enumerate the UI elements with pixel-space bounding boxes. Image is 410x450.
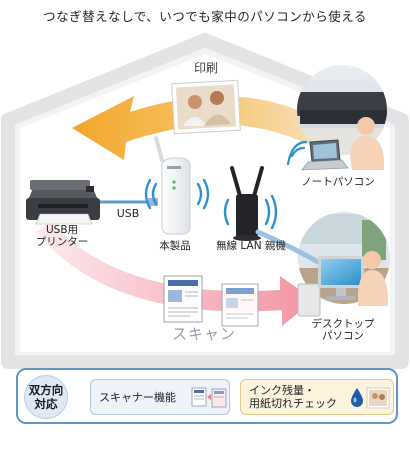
photo-print bbox=[171, 79, 241, 135]
desktop-label: デスクトップ パソコン bbox=[306, 318, 380, 342]
usb-printer-label-line1: USB用 bbox=[45, 224, 79, 236]
bidirectional-badge: 双方向 対応 bbox=[24, 375, 68, 419]
scan-label: スキャン bbox=[171, 325, 236, 343]
print-label: 印刷 bbox=[193, 61, 218, 75]
scan-document bbox=[221, 283, 259, 327]
usb-label: USB bbox=[116, 207, 140, 220]
scanner-feature: スキャナー機能 bbox=[90, 379, 230, 415]
scanner-feature-label: スキャナー機能 bbox=[99, 391, 176, 404]
badge-line2: 対応 bbox=[34, 397, 58, 411]
wifi-waves bbox=[144, 178, 210, 210]
product-label: 本製品 bbox=[159, 240, 191, 252]
router-label: 無線 LAN 親機 bbox=[216, 240, 286, 252]
notebook-pc bbox=[301, 139, 349, 171]
feature-bar: 双方向 対応 スキャナー機能 インク残量・ 用紙切れチェック bbox=[16, 368, 398, 424]
wireless-router bbox=[230, 166, 264, 241]
person-icon bbox=[350, 117, 384, 170]
desktop-label-line2: パソコン bbox=[322, 330, 364, 342]
ink-feature-line1: インク残量・ bbox=[249, 384, 315, 397]
ink-feature-line2: 用紙切れチェック bbox=[249, 397, 337, 410]
print-server-device bbox=[154, 136, 191, 235]
wifi-waves bbox=[223, 194, 278, 230]
ink-drop-icon bbox=[351, 387, 390, 409]
lan-cable bbox=[255, 229, 321, 265]
wifi-waves bbox=[286, 140, 308, 166]
usb-printer-label-line2: プリンター bbox=[35, 236, 89, 248]
person-icon bbox=[358, 251, 388, 306]
usb-printer-label: USB用 プリンター bbox=[22, 224, 102, 248]
ink-check-feature: インク残量・ 用紙切れチェック bbox=[240, 379, 394, 415]
scan-document bbox=[163, 275, 203, 323]
scan-document-icon bbox=[191, 387, 227, 408]
desktop-label-line1: デスクトップ bbox=[311, 318, 375, 330]
printer-icon bbox=[26, 180, 100, 225]
print-arrow bbox=[72, 96, 332, 160]
headline: つなぎ替えなしで、いつでも家中のパソコンから使える bbox=[43, 9, 367, 24]
desktop-pc bbox=[297, 256, 364, 317]
badge-line1: 双方向 bbox=[28, 383, 64, 397]
notebook-label: ノートパソコン bbox=[301, 176, 375, 188]
